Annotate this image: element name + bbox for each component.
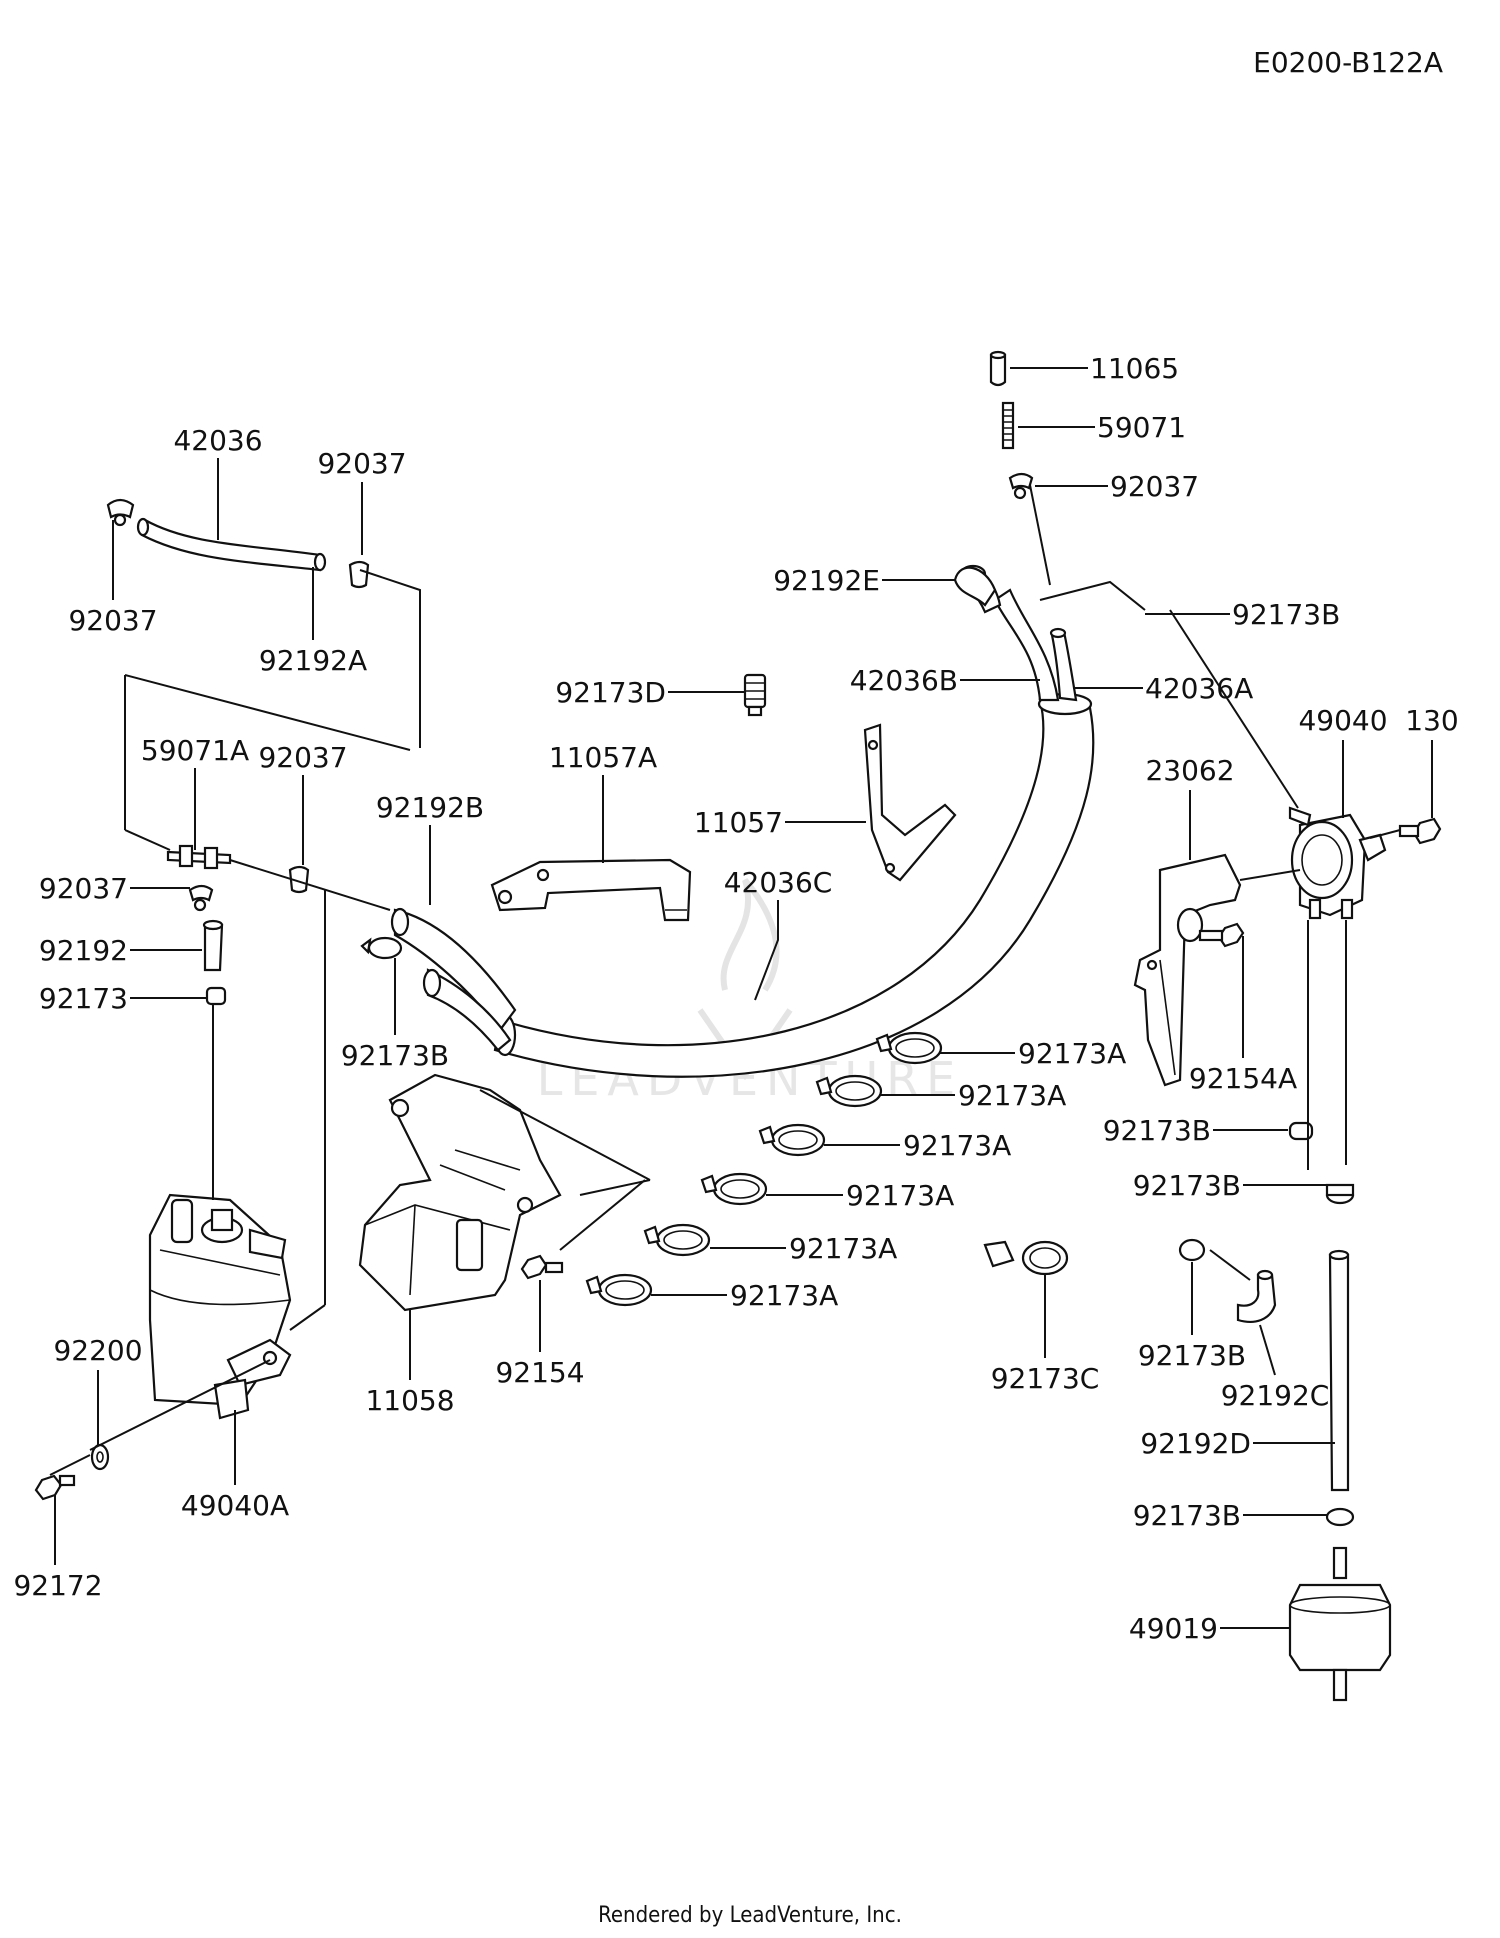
leader-lines xyxy=(54,367,1433,1629)
part-92173B-clamp-left[interactable] xyxy=(360,936,403,960)
part-42036C-left-ends[interactable] xyxy=(390,907,517,1052)
callout-92192A[interactable]: 92192A xyxy=(259,644,367,677)
callout-23062[interactable]: 23062 xyxy=(1145,754,1234,787)
part-92037-clamp-b[interactable] xyxy=(348,560,370,589)
callout-92037-d[interactable]: 92037 xyxy=(39,872,128,905)
part-92172-bolt[interactable] xyxy=(34,1474,76,1501)
callout-92154[interactable]: 92154 xyxy=(495,1356,584,1389)
callout-59071[interactable]: 59071 xyxy=(1097,411,1186,444)
part-92173A-clamp-2[interactable] xyxy=(815,1074,883,1108)
callout-92173A-6[interactable]: 92173A xyxy=(730,1279,838,1312)
callout-92154A[interactable]: 92154A xyxy=(1189,1062,1297,1095)
callout-92173A-5[interactable]: 92173A xyxy=(789,1232,897,1265)
callout-49040A[interactable]: 49040A xyxy=(181,1489,289,1522)
callout-92173A-1[interactable]: 92173A xyxy=(1018,1037,1126,1070)
callout-11065[interactable]: 11065 xyxy=(1090,352,1179,385)
callout-92173B-left[interactable]: 92173B xyxy=(341,1039,449,1072)
callout-92192D[interactable]: 92192D xyxy=(1140,1427,1251,1460)
part-49019-fuel-filter[interactable] xyxy=(1288,1546,1392,1702)
part-23062-bracket[interactable] xyxy=(1133,853,1242,1087)
part-59071-fitting[interactable] xyxy=(1001,401,1015,450)
part-92192E-hose-end[interactable] xyxy=(953,566,997,607)
callout-92037-top[interactable]: 92037 xyxy=(1110,470,1199,503)
part-92154-bolt[interactable] xyxy=(520,1254,564,1280)
callout-42036A[interactable]: 42036A xyxy=(1145,672,1253,705)
footer-credit: Rendered by LeadVenture, Inc. xyxy=(598,1903,902,1928)
part-92173D-bleeder[interactable] xyxy=(743,673,767,717)
callout-92037-a[interactable]: 92037 xyxy=(317,447,406,480)
watermark-logo xyxy=(697,878,793,1081)
callout-92192E[interactable]: 92192E xyxy=(773,564,880,597)
callout-92173D[interactable]: 92173D xyxy=(555,676,666,709)
part-92192D-hose[interactable] xyxy=(1328,1249,1350,1492)
callout-92173B-top[interactable]: 92173B xyxy=(1232,598,1340,631)
part-92037-clamp-d[interactable] xyxy=(188,884,214,912)
reference-lines xyxy=(49,484,1401,1476)
part-42036A-hose[interactable] xyxy=(1049,627,1078,702)
part-92173B-clamp-r2[interactable] xyxy=(1325,1183,1355,1205)
part-11057A-bracket[interactable] xyxy=(490,858,692,922)
part-92192C-hose[interactable] xyxy=(1236,1269,1277,1323)
part-92173C-clamp[interactable] xyxy=(983,1240,1069,1276)
part-42036-hose[interactable] xyxy=(136,517,327,572)
part-59071A-union[interactable] xyxy=(166,844,232,870)
callout-92173B-r4[interactable]: 92173B xyxy=(1133,1499,1241,1532)
callout-92172[interactable]: 92172 xyxy=(13,1569,102,1602)
part-92037-clamp-c[interactable] xyxy=(288,865,310,894)
part-92173A-clamp-4[interactable] xyxy=(700,1172,768,1206)
part-92173A-clamp-6[interactable] xyxy=(585,1273,653,1307)
callout-92173A-3[interactable]: 92173A xyxy=(903,1129,1011,1162)
callout-92173C[interactable]: 92173C xyxy=(991,1362,1100,1395)
part-92173A-clamp-3[interactable] xyxy=(758,1123,826,1157)
callout-92037-b[interactable]: 92037 xyxy=(68,604,157,637)
callout-49019[interactable]: 49019 xyxy=(1129,1612,1218,1645)
callout-92173B-r1[interactable]: 92173B xyxy=(1103,1114,1211,1147)
callout-11057[interactable]: 11057 xyxy=(694,806,783,839)
callout-92037-c[interactable]: 92037 xyxy=(258,741,347,774)
callout-92192[interactable]: 92192 xyxy=(39,934,128,967)
part-92173A-clamp-1[interactable] xyxy=(875,1031,943,1065)
part-11065-pipe[interactable] xyxy=(989,350,1007,387)
callout-130[interactable]: 130 xyxy=(1405,704,1458,737)
part-92173-clamp[interactable] xyxy=(205,986,227,1006)
part-130-bolt[interactable] xyxy=(1398,817,1442,845)
part-92037-clamp-a[interactable] xyxy=(106,498,135,527)
part-92173B-clamp-r4[interactable] xyxy=(1325,1507,1355,1527)
part-11057-bracket[interactable] xyxy=(863,723,957,882)
callout-92173B-r2[interactable]: 92173B xyxy=(1133,1169,1241,1202)
callout-49040[interactable]: 49040 xyxy=(1298,704,1387,737)
part-92154A-bolt[interactable] xyxy=(1198,922,1245,948)
part-11058-cover[interactable] xyxy=(358,1073,562,1312)
callout-92200[interactable]: 92200 xyxy=(53,1334,142,1367)
callout-11058[interactable]: 11058 xyxy=(365,1384,454,1417)
callout-labels: 11065 59071 92037 42036 92037 92037 9219… xyxy=(13,352,1458,1645)
part-92192-hose[interactable] xyxy=(202,919,224,972)
callout-92173A-4[interactable]: 92173A xyxy=(846,1179,954,1212)
callout-59071A[interactable]: 59071A xyxy=(141,734,249,767)
callout-92173B-r3[interactable]: 92173B xyxy=(1138,1339,1246,1372)
part-49040A-fuel-unit[interactable] xyxy=(148,1193,292,1420)
part-92037-clamp-top[interactable] xyxy=(1008,472,1034,500)
diagram-code: E0200-B122A xyxy=(1253,46,1443,79)
callout-11057A[interactable]: 11057A xyxy=(549,741,657,774)
callout-42036B[interactable]: 42036B xyxy=(850,664,958,697)
callout-92173A-2[interactable]: 92173A xyxy=(958,1079,1066,1112)
callout-42036[interactable]: 42036 xyxy=(173,424,262,457)
callout-92173[interactable]: 92173 xyxy=(39,982,128,1015)
part-49040-fuel-pump[interactable] xyxy=(1288,806,1387,920)
callout-92192B[interactable]: 92192B xyxy=(376,791,484,824)
part-92173B-clamp-r3[interactable] xyxy=(1178,1238,1206,1262)
part-92173A-clamp-5[interactable] xyxy=(643,1223,711,1257)
callout-42036C[interactable]: 42036C xyxy=(724,866,833,899)
part-92173B-clamp-r1[interactable] xyxy=(1288,1121,1314,1141)
callout-92192C[interactable]: 92192C xyxy=(1221,1379,1330,1412)
